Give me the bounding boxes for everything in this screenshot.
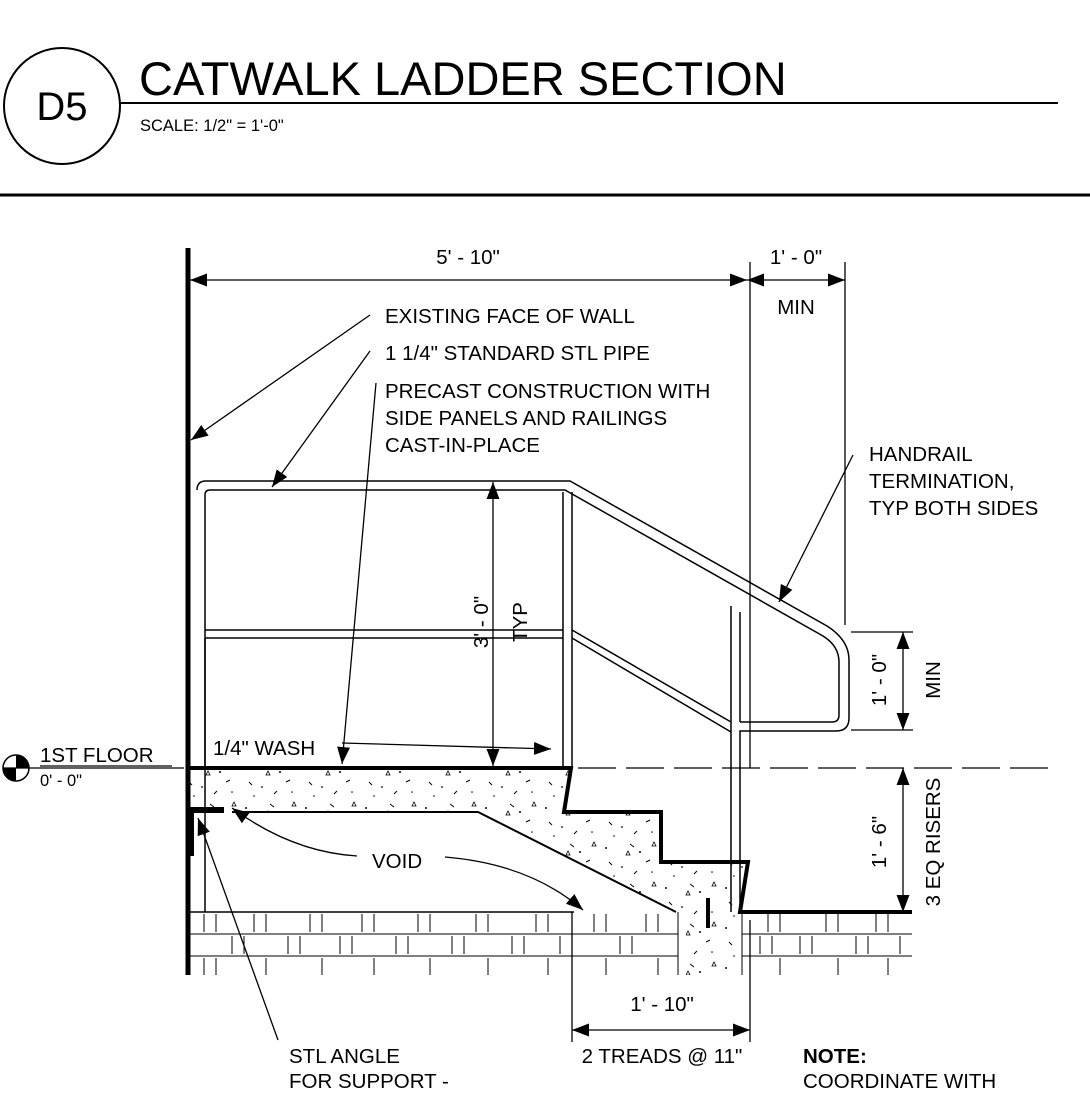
rail-bay xyxy=(730,606,741,722)
callout-angle-2: FOR SUPPORT - xyxy=(289,1070,449,1093)
callout-angle-1: STL ANGLE xyxy=(289,1045,400,1068)
earth-hatch xyxy=(190,911,912,975)
dim-width-ext: 1' - 0" xyxy=(770,246,822,269)
callout-wash: 1/4" WASH xyxy=(213,737,315,760)
callout-pipe: 1 1/4" STANDARD STL PIPE xyxy=(385,342,650,365)
callout-handrail-1: HANDRAIL xyxy=(869,443,973,466)
drawing-scale: SCALE: 1/2" = 1'-0" xyxy=(140,117,284,135)
railing xyxy=(196,480,850,912)
mid-rail-1 xyxy=(205,629,563,639)
mid-post xyxy=(562,492,573,768)
steel-angle xyxy=(188,807,224,856)
level-elevation: 0' - 0" xyxy=(40,772,82,790)
dim-riser-note: 3 EQ RISERS xyxy=(922,778,945,907)
detail-id: D5 xyxy=(36,85,87,129)
dim-term-height: 1' - 0" xyxy=(868,654,891,706)
dim-width-ext-note: MIN xyxy=(777,296,815,319)
concrete-fill xyxy=(190,768,748,975)
stair-outline xyxy=(190,766,912,914)
dim-tread-note: 2 TREADS @ 11" xyxy=(582,1045,743,1068)
callout-precast-3: CAST-IN-PLACE xyxy=(385,434,540,457)
title-block: D5 CATWALK LADDER SECTION SCALE: 1/2" = … xyxy=(0,47,1090,197)
callout-handrail-3: TYP BOTH SIDES xyxy=(869,497,1038,520)
detail-bubble xyxy=(3,47,121,165)
precast-stair xyxy=(190,766,912,975)
mid-rail-2 xyxy=(571,629,732,733)
callouts: EXISTING FACE OF WALL 1 1/4" STANDARD ST… xyxy=(213,305,1038,1093)
dim-rail-height: 3' - 0" xyxy=(470,596,493,648)
callout-void: VOID xyxy=(372,850,422,873)
callout-handrail-2: TERMINATION, xyxy=(869,470,1014,493)
callout-wall: EXISTING FACE OF WALL xyxy=(385,305,635,328)
callout-precast-1: PRECAST CONSTRUCTION WITH xyxy=(385,380,710,403)
note-heading: NOTE: xyxy=(803,1045,867,1068)
callout-precast-2: SIDE PANELS AND RAILINGS xyxy=(385,407,667,430)
slab-underside xyxy=(232,811,677,913)
top-rail-outer xyxy=(196,480,850,912)
dim-width-main: 5' - 10" xyxy=(436,246,500,269)
level-marker: 1ST FLOOR 0' - 0" xyxy=(2,744,184,790)
leader-lines xyxy=(190,314,854,1041)
level-name: 1ST FLOOR xyxy=(40,744,154,767)
dim-riser-height: 1' - 6" xyxy=(868,816,891,868)
dim-term-height-note: MIN xyxy=(922,661,945,699)
dim-rail-height-note: TYP xyxy=(509,602,532,642)
dim-tread-run: 1' - 10" xyxy=(630,993,694,1016)
note-text: COORDINATE WITH xyxy=(803,1070,996,1093)
dimension-lines xyxy=(190,262,1050,1042)
general-note: NOTE: COORDINATE WITH xyxy=(803,1045,996,1093)
dimension-text: 5' - 10" 1' - 0" MIN 3' - 0" TYP 1' - 0"… xyxy=(436,246,945,1068)
wall-and-angle xyxy=(185,248,224,975)
drawing-title: CATWALK LADDER SECTION xyxy=(139,52,787,105)
top-rail-inner xyxy=(204,489,840,912)
